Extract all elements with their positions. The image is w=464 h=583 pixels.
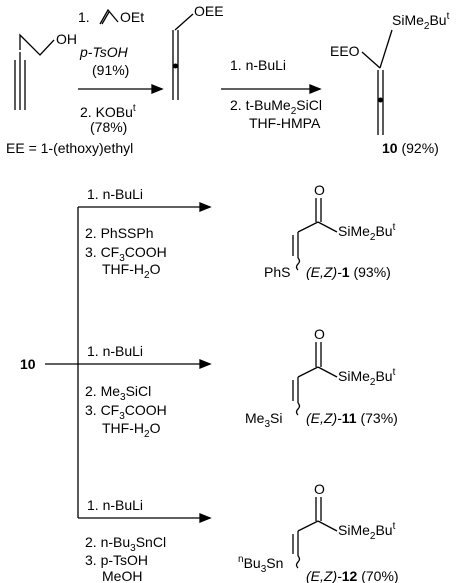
branch2-reagent4: THF-H2O [102,420,161,440]
branch3-substituent: nBu3Sn [238,554,283,575]
step1-catalyst: p-TsOH [79,44,129,60]
step2-arrow [221,84,322,94]
allene-intermediate-structure: OEE [172,3,224,100]
branch1-reagent2: 2. PhSSPh [85,225,154,241]
branch-3: 1. n-BuLi 2. n-Bu3SnCl 3. p-TsOH MeOH O … [78,481,399,583]
step1-yield2: (78%) [90,119,127,135]
ee-definition: EE = 1-(ethoxy)ethyl [6,140,133,156]
branch3-reagent1: 1. n-BuLi [87,497,143,513]
product10-silyl: SiMe2But [392,11,450,32]
vinyl-ether-bond [99,8,119,25]
step1-reagents: 1. OEt p-TsOH (91%) 2. KOBut (78%) [78,8,144,135]
branch1-substituent: PhS [264,264,290,280]
branch2-product-caption: (E,Z)-11 (73%) [306,410,398,426]
branch-2: 1. n-BuLi 2. Me3SiCl 3. CF3COOH THF-H2O … [78,326,398,440]
step2-reagent1: 1. n-BuLi [230,57,286,73]
step2-reagent2: 2. t-BuMe2SiCl [230,97,322,117]
step1-reagent1-number: 1. [78,9,90,25]
step2-solvent: THF-HMPA [249,115,321,131]
product10-eeo: EEO [330,43,360,59]
branch2-carbonyl-o: O [314,326,325,342]
branch3-reagent2: 2. n-Bu3SnCl [85,534,166,554]
branch2-reagent3: 3. CF3COOH [85,402,167,422]
branch2-reagent1: 1. n-BuLi [87,343,143,359]
branch1-product-caption: (E,Z)-1 (93%) [306,264,391,280]
step2-reagents: 1. n-BuLi 2. t-BuMe2SiCl THF-HMPA [230,57,322,131]
branch1-reagent1: 1. n-BuLi [87,186,143,202]
branch1-arrowhead [199,202,212,212]
branch-start-label: 10 [20,356,36,372]
alcohol-backbone-bond [19,33,55,56]
branch1-carbonyl-o: O [314,182,325,198]
product10-caption: 10 (92%) [382,140,439,156]
step1-arrow [78,84,164,94]
vinyl-ether-oet: OEt [120,9,144,25]
allene-oee-label: OEE [194,3,224,19]
branch3-reagent4: MeOH [102,568,142,583]
branch1-reagent3: 3. CF3COOH [85,244,167,264]
product-10-structure: EEO SiMe2But 10 (92%) [330,11,450,156]
branch3-product-caption: (E,Z)-12 (70%) [306,568,399,583]
branch2-reagent2: 2. Me3SiCl [85,383,151,403]
branch2-substituent: Me3Si [245,410,282,430]
branch-1: 1. n-BuLi 2. PhSSPh 3. CF3COOH THF-H2O O… [78,182,396,281]
branch3-silyl: SiMe2But [338,521,396,542]
branch1-silyl: SiMe2But [338,222,396,243]
branch2-arrowhead [199,359,212,369]
branch1-reagent4: THF-H2O [102,261,161,281]
branch3-carbonyl-o: O [314,481,325,497]
hydroxyl-label: OH [56,31,77,47]
branch3-arrowhead [199,513,212,523]
branch2-silyl: SiMe2But [338,367,396,388]
step1-yield1: (91%) [92,62,129,78]
step1-reagent2: 2. KOBut [80,103,136,120]
vinyl-ether-double-bond [101,11,110,25]
propargyl-alcohol-structure: OH [14,31,77,110]
branch3-reagent3: 3. p-TsOH [85,552,148,568]
